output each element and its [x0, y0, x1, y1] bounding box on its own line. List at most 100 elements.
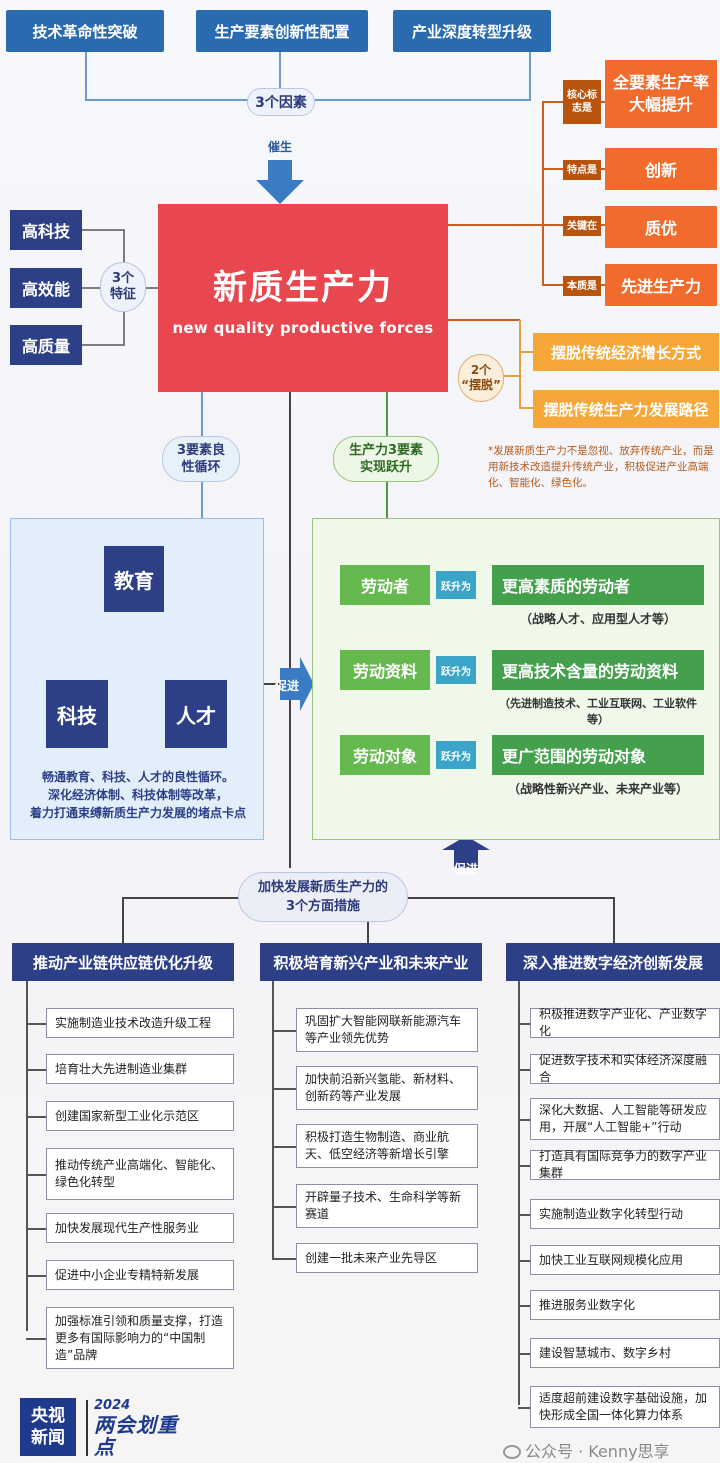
measure-column-head: 推动产业链供应链优化升级: [12, 943, 234, 981]
cycle-caption-line: 深化经济体制、科技体制等改革，: [47, 788, 228, 802]
item-connector: [518, 1069, 530, 1071]
item-connector: [518, 1260, 530, 1262]
feature-box: 高科技: [10, 210, 82, 250]
footer-badge: 两会划重点: [94, 1413, 178, 1459]
item-connector: [518, 1407, 530, 1409]
item-connector: [26, 1174, 46, 1176]
mark-tag: 关键在: [563, 216, 601, 236]
cycle-caption-line: 着力打通束缚新质生产力发展的堵点卡点: [29, 806, 246, 820]
leap-from: 劳动对象: [340, 735, 430, 775]
item-connector: [518, 1214, 530, 1216]
leap-verb: 跃升为: [436, 571, 476, 599]
factor-box: 技术革命性突破: [6, 10, 164, 52]
item-connector: [26, 1338, 46, 1340]
core-box: 新质生产力 new quality productive forces: [158, 204, 448, 392]
measure-item: 建设智慧城市、数字乡村: [530, 1338, 720, 1368]
item-connector: [26, 1116, 46, 1118]
leap-to: 更广范围的劳动对象: [492, 735, 704, 775]
item-connector: [272, 1258, 296, 1260]
mark-tag: 本质是: [563, 276, 601, 296]
promote-label: 促进: [453, 862, 478, 876]
cycle-node-technology: 科技: [46, 680, 108, 748]
measure-item: 积极打造生物制造、商业航天、低空经济等新增长引擎: [296, 1124, 478, 1168]
leap-to: 更高素质的劳动者: [492, 565, 704, 605]
measure-item: 加快前沿新兴氢能、新材料、创新药等产业发展: [296, 1066, 478, 1110]
measure-item: 深化大数据、人工智能等研发应用，开展“人工智能+”行动: [530, 1098, 720, 1140]
mark-box: 创新: [605, 148, 717, 190]
leap-pill: 生产力3要素实现跃升: [333, 436, 439, 482]
mark-box: 先进生产力: [605, 264, 717, 306]
escape-pill-bottom: “摆脱”: [461, 378, 501, 392]
measures-pill-line: 加快发展新质生产力的: [257, 880, 388, 895]
leap-from: 劳动资料: [340, 650, 430, 690]
cycle-node-education: 教育: [104, 546, 164, 612]
measure-item: 促进中小企业专精特新发展: [46, 1260, 234, 1290]
measure-item: 开辟量子技术、生命科学等新赛道: [296, 1184, 478, 1228]
measure-item: 实施制造业数字化转型行动: [530, 1199, 720, 1229]
item-connector: [518, 1353, 530, 1355]
leap-to: 更高技术含量的劳动资料: [492, 650, 704, 690]
measure-item: 加强标准引领和质量支撑，打造更多有国际影响力的“中国制造”品牌: [46, 1307, 234, 1369]
measure-item: 促进数字技术和实体经济深度融合: [530, 1053, 720, 1084]
factor-pill: 3个因素: [247, 88, 315, 116]
column-trunk: [26, 981, 28, 1331]
wechat-icon: [503, 1445, 521, 1459]
core-subtitle: new quality productive forces: [172, 318, 434, 337]
measure-item: 加快发展现代生产性服务业: [46, 1213, 234, 1243]
measure-column-head: 积极培育新兴产业和未来产业: [260, 943, 482, 981]
leap-from: 劳动者: [340, 565, 430, 605]
item-connector: [272, 1088, 296, 1090]
leap-verb: 跃升为: [436, 656, 476, 684]
watermark-text: 公众号 · Kenny思享: [525, 1442, 670, 1461]
leap-note: （战略性新兴产业、未来产业等）: [507, 782, 688, 796]
mark-tag: 核心标志是: [563, 80, 601, 124]
mark-box: 质优: [605, 206, 717, 248]
footer-divider: [86, 1400, 88, 1456]
measures-pill-line: 3个方面措施: [285, 899, 361, 914]
item-connector: [518, 1119, 530, 1121]
item-connector: [518, 1305, 530, 1307]
measure-item: 推动传统产业高端化、智能化、绿色化转型: [46, 1148, 234, 1200]
measure-item: 创建一批未来产业先导区: [296, 1243, 478, 1273]
measure-item: 巩固扩大智能网联新能源汽车等产业领先优势: [296, 1008, 478, 1052]
measure-column-head: 深入推进数字经济创新发展: [506, 943, 720, 981]
catalyze-label: 催生: [268, 140, 293, 154]
factor-box: 生产要素创新性配置: [196, 10, 368, 52]
column-trunk: [518, 981, 520, 1405]
cycle-caption-line: 畅通教育、科技、人才的良性循环。: [41, 770, 234, 784]
feature-box: 高质量: [10, 325, 82, 365]
cycle-node-talent: 人才: [165, 680, 227, 748]
item-connector: [518, 1165, 530, 1167]
footer-year: 2024: [94, 1398, 131, 1413]
core-title: 新质生产力: [213, 267, 393, 308]
escape-note: *发展新质生产力不是忽视、放弃传统产业，而是用新技术改造提升传统产业，积极促进产…: [488, 445, 714, 489]
item-connector: [26, 1275, 46, 1277]
item-connector: [26, 1228, 46, 1230]
item-connector: [26, 1069, 46, 1071]
item-connector: [272, 1206, 296, 1208]
item-connector: [26, 1023, 46, 1025]
escape-pill-top: 2个: [470, 363, 492, 377]
escape-box: 摆脱传统生产力发展路径: [533, 390, 719, 428]
item-connector: [272, 1030, 296, 1032]
leap-verb: 跃升为: [436, 741, 476, 769]
logo-line: 新闻: [31, 1428, 65, 1448]
item-connector: [272, 1146, 296, 1148]
measure-item: 适度超前建设数字基础设施，加快形成全国一体化算力体系: [530, 1386, 720, 1428]
column-trunk: [272, 981, 274, 1258]
cycle-pill: 3要素良性循环: [162, 436, 240, 482]
measures-pill: 加快发展新质生产力的 3个方面措施: [238, 872, 408, 922]
feature-box: 高效能: [10, 268, 82, 308]
measure-item: 加快工业互联网规模化应用: [530, 1245, 720, 1275]
measure-item: 培育壮大先进制造业集群: [46, 1054, 234, 1084]
measure-item: 推进服务业数字化: [530, 1290, 720, 1320]
factor-box: 产业深度转型升级: [393, 10, 551, 52]
leap-note: （先进制造技术、工业互联网、工业软件等）: [499, 697, 697, 726]
leap-note: （战略人才、应用型人才等）: [519, 612, 676, 626]
measure-item: 积极推进数字产业化、产业数字化: [530, 1007, 720, 1038]
measure-item: 创建国家新型工业化示范区: [46, 1101, 234, 1131]
item-connector: [518, 1023, 530, 1025]
watermark: 公众号 · Kenny思享: [503, 1438, 715, 1462]
measure-item: 实施制造业技术改造升级工程: [46, 1008, 234, 1038]
features-pill: 3个特征: [100, 262, 146, 312]
